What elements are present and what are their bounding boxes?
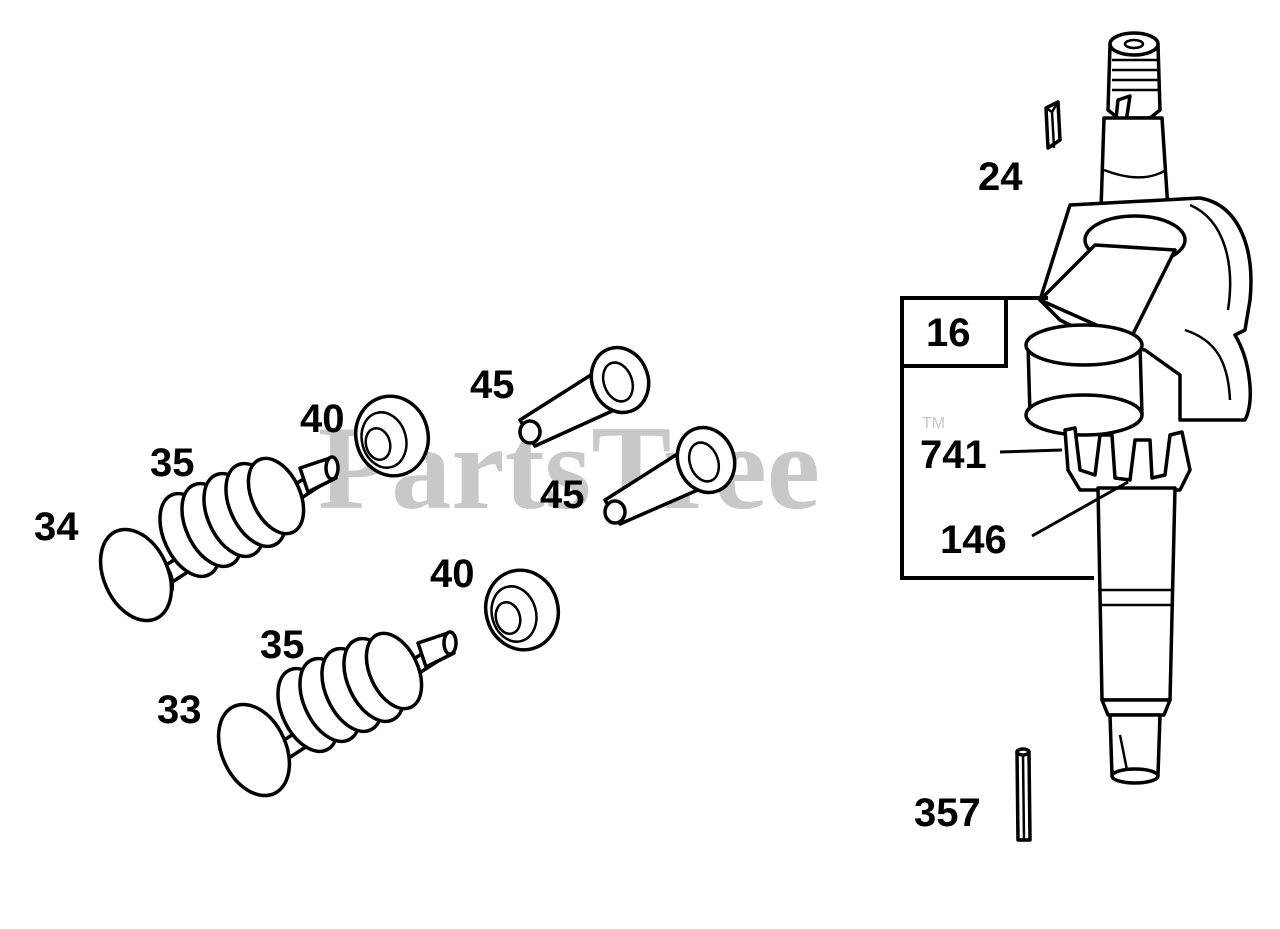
label-45-lower: 45 [540, 473, 585, 517]
label-40-upper: 40 [300, 397, 345, 441]
label-24: 24 [978, 155, 1023, 199]
label-146: 146 [940, 518, 1007, 562]
watermark-trademark: TM [922, 415, 945, 432]
retainer-40-upper[interactable] [347, 388, 437, 484]
label-357: 357 [914, 791, 981, 835]
assembly-box [900, 296, 1094, 580]
label-45-upper: 45 [470, 363, 515, 407]
label-741: 741 [920, 433, 987, 477]
retainer-40-lower[interactable] [477, 562, 567, 658]
label-33: 33 [157, 688, 202, 732]
label-35-upper: 35 [150, 441, 195, 485]
label-16: 16 [926, 311, 971, 355]
leader-lines [999, 448, 1129, 538]
tappet-45-upper[interactable] [518, 339, 658, 448]
spring-35-upper[interactable] [148, 450, 315, 586]
key-24[interactable] [1044, 100, 1062, 150]
label-35-lower: 35 [260, 623, 305, 667]
label-40-lower: 40 [430, 552, 475, 596]
spring-35-lower[interactable] [266, 625, 433, 761]
tappet-45-lower[interactable] [603, 419, 744, 526]
label-34: 34 [34, 505, 79, 549]
crankshaft[interactable] [1024, 31, 1253, 785]
pin-357[interactable] [1015, 747, 1032, 842]
